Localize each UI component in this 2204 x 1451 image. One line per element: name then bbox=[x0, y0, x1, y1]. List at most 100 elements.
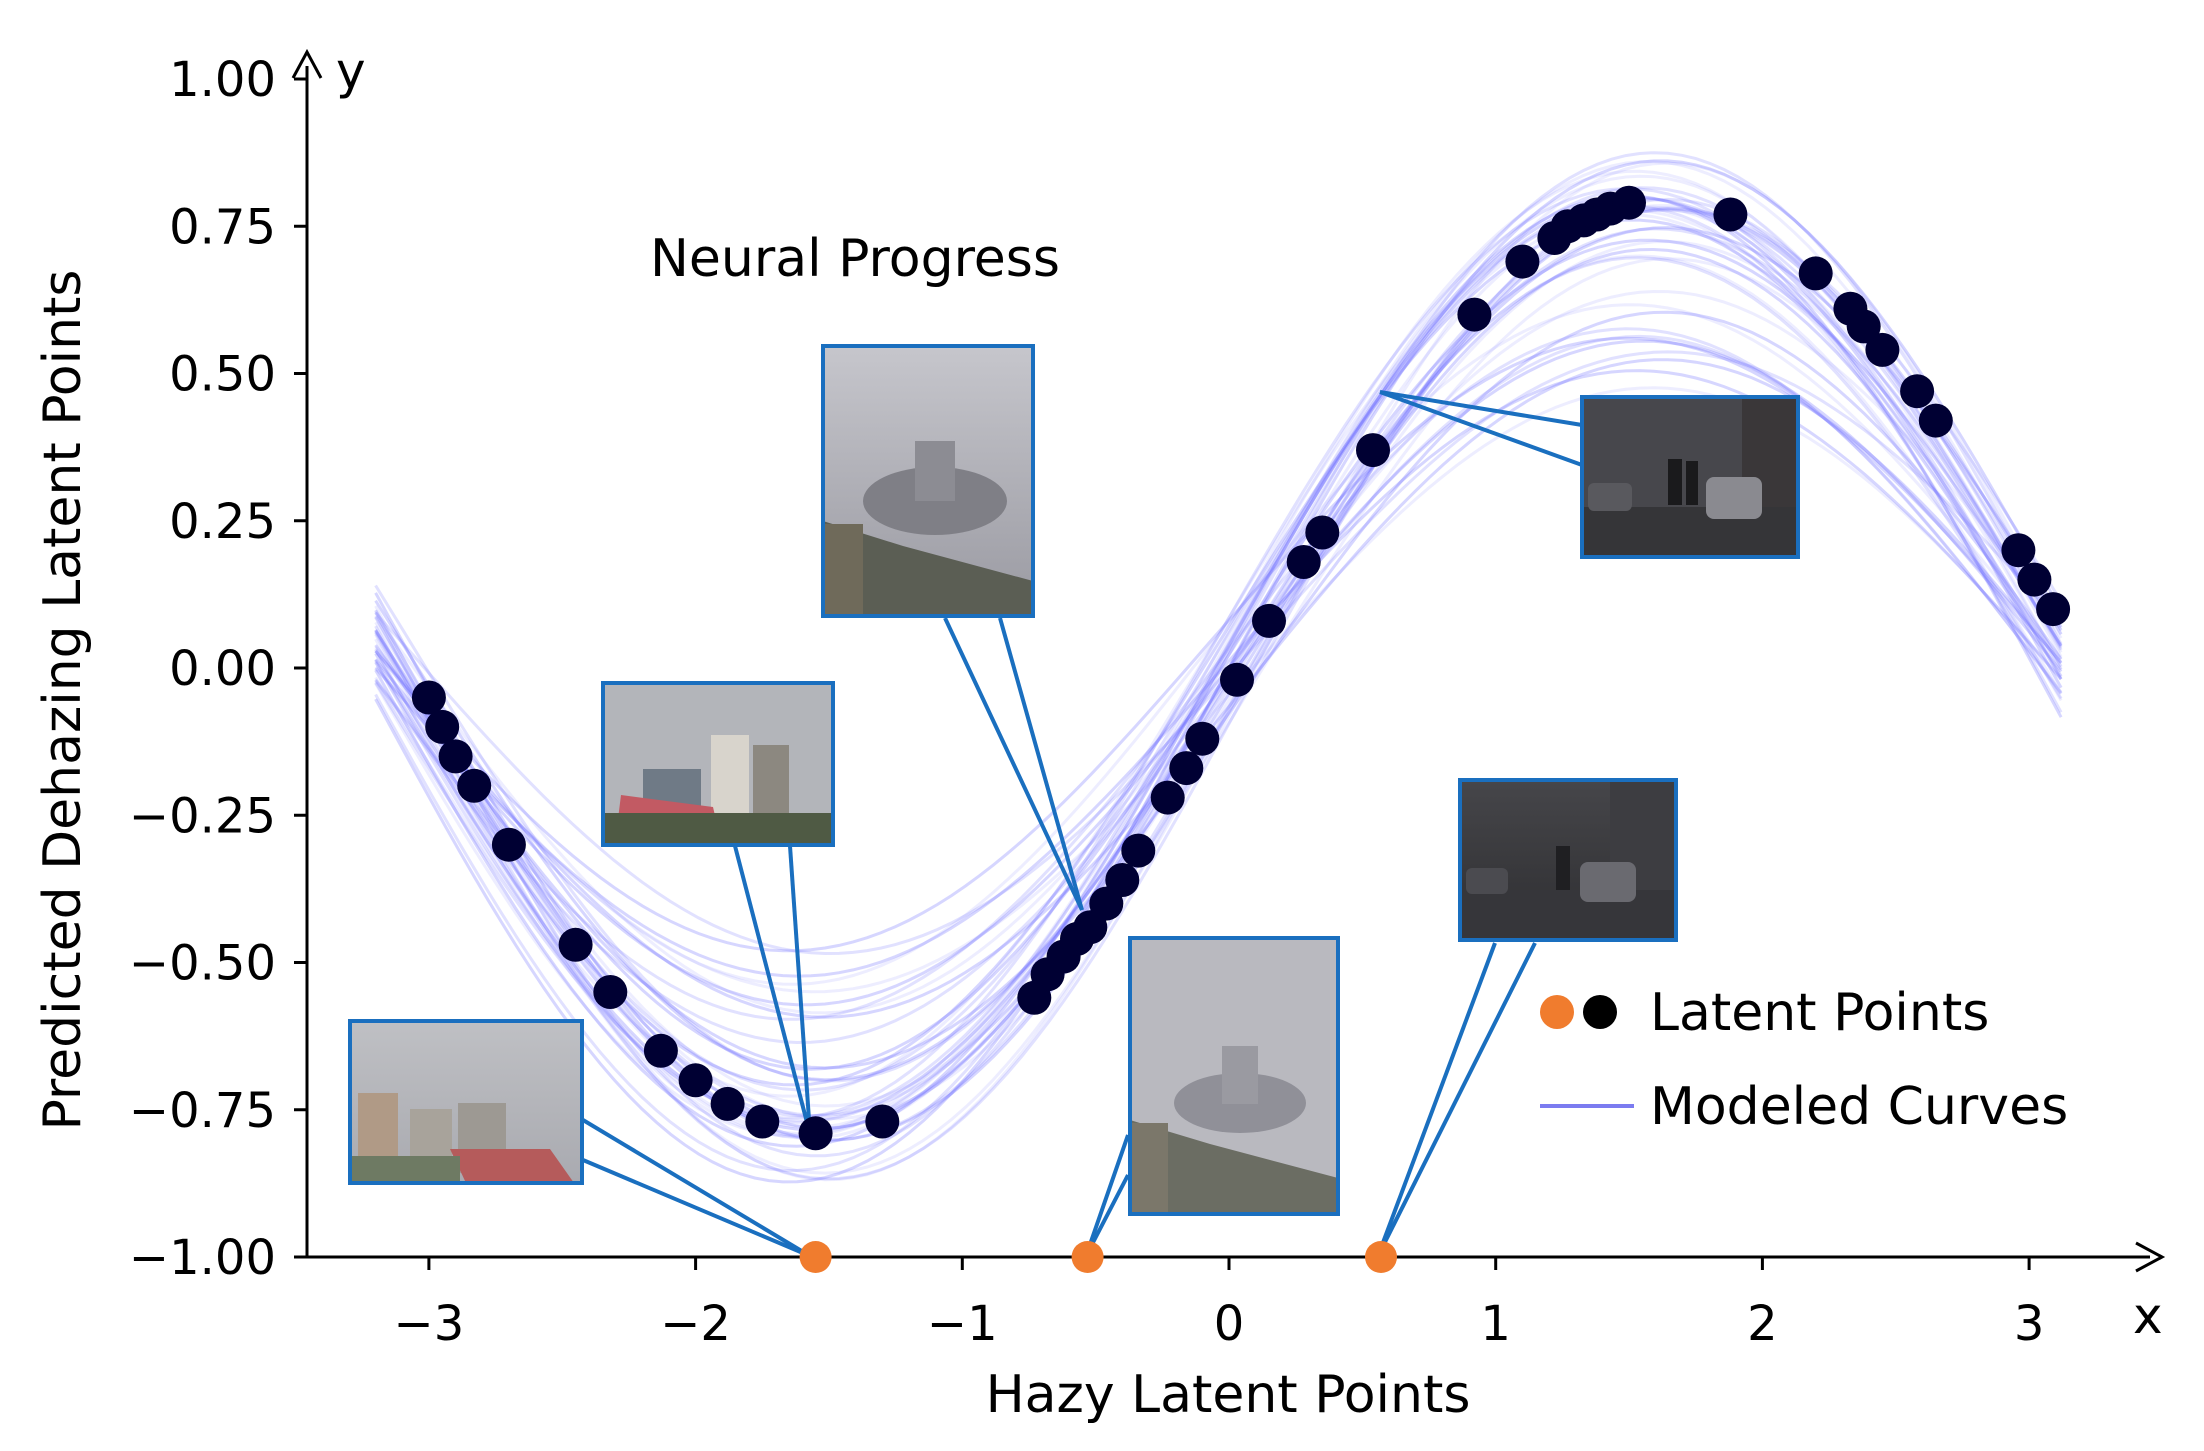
thumbnail-tower bbox=[1222, 1046, 1258, 1104]
legend-label-latent-points: Latent Points bbox=[1650, 983, 1989, 1043]
thumbnail-road bbox=[1582, 507, 1798, 557]
thumbnail-dehazed-palace bbox=[821, 344, 1035, 618]
latent-point bbox=[710, 1086, 745, 1121]
latent-point bbox=[491, 827, 526, 862]
latent-point bbox=[1169, 751, 1204, 786]
y-tick-label: 0.25 bbox=[169, 494, 276, 550]
thumbnail-tower bbox=[915, 441, 955, 501]
thumbnail-bridge bbox=[1130, 1120, 1338, 1214]
legend-label-modeled-curves: Modeled Curves bbox=[1650, 1077, 2068, 1137]
hazy-latent-point bbox=[1071, 1241, 1104, 1273]
latent-point bbox=[1900, 374, 1935, 409]
x-axis-arrow bbox=[2135, 1241, 2166, 1273]
modeled-curve bbox=[374, 358, 2063, 1019]
y-axis-arrow bbox=[291, 48, 323, 79]
latent-point bbox=[411, 680, 446, 715]
thumbnail-rail bbox=[823, 524, 863, 616]
y-tick-label: −0.50 bbox=[129, 936, 276, 992]
modeled-curves bbox=[374, 151, 2063, 1184]
callout-line bbox=[582, 1158, 811, 1258]
modeled-curve bbox=[374, 206, 2063, 1083]
latent-point bbox=[1305, 515, 1340, 550]
y-tick-label: −1.00 bbox=[129, 1230, 276, 1286]
modeled-curve bbox=[374, 336, 2063, 953]
thumbnail-frame bbox=[1458, 778, 1678, 942]
latent-point bbox=[2017, 562, 2052, 597]
callout-line bbox=[788, 845, 812, 1135]
thumbnail-trees bbox=[350, 1156, 460, 1183]
thumbnail-car bbox=[1588, 483, 1632, 511]
callout-line bbox=[1379, 390, 1583, 427]
thumbnail-frame bbox=[1128, 936, 1340, 1216]
hazy-latent-point bbox=[1365, 1241, 1397, 1273]
x-tick-label: −3 bbox=[394, 1296, 465, 1352]
modeled-curve bbox=[374, 161, 2063, 1182]
thumbnail-hazy-palace bbox=[1128, 936, 1340, 1216]
neural-progress-annotation: Neural Progress bbox=[650, 229, 1060, 289]
thumbnail-road bbox=[1460, 890, 1676, 940]
latent-points bbox=[411, 185, 2071, 1273]
latent-point bbox=[798, 1116, 833, 1151]
latent-point bbox=[438, 739, 473, 774]
modeled-curve bbox=[374, 205, 2063, 1173]
modeled-curve bbox=[374, 289, 2063, 1015]
latent-point bbox=[1105, 863, 1140, 897]
latent-point bbox=[558, 927, 593, 962]
latent-point bbox=[1150, 780, 1185, 815]
modeled-curve bbox=[374, 310, 2063, 1070]
x-tick-label: −2 bbox=[660, 1296, 731, 1352]
thumbnail-dehazed-city bbox=[601, 681, 835, 847]
legend: Latent Points Modeled Curves bbox=[1540, 983, 2068, 1137]
legend-dot-orange bbox=[1540, 995, 1574, 1029]
modeled-curve bbox=[374, 169, 2063, 1139]
thumbnail-trees bbox=[603, 813, 833, 845]
callout-line bbox=[943, 617, 1084, 911]
modeled-curve bbox=[374, 334, 2063, 1045]
x-tick-label: 0 bbox=[1214, 1296, 1245, 1352]
modeled-curve bbox=[374, 239, 2063, 1108]
y-tick-label: 0.75 bbox=[169, 199, 276, 255]
x-axis-letter: x bbox=[2133, 1287, 2163, 1345]
modeled-curve bbox=[374, 195, 2063, 1148]
modeled-curve bbox=[374, 151, 2063, 1158]
y-axis-letter: y bbox=[336, 42, 366, 100]
modeled-curve bbox=[374, 212, 2063, 1137]
latent-point bbox=[1356, 433, 1390, 468]
latent-point bbox=[1505, 244, 1540, 279]
hazy-latent-point bbox=[799, 1241, 832, 1273]
thumbnail-dehazed-street bbox=[1580, 395, 1800, 559]
latent-point bbox=[1220, 662, 1254, 697]
callout-line bbox=[733, 845, 812, 1135]
thumbnail-frame bbox=[601, 681, 835, 847]
thumbnail-rail bbox=[1130, 1123, 1168, 1214]
latent-point bbox=[678, 1063, 713, 1098]
y-tick-label: −0.75 bbox=[129, 1083, 276, 1139]
latent-point bbox=[1798, 256, 1833, 291]
latent-point bbox=[1457, 297, 1492, 332]
latent-point bbox=[1713, 197, 1748, 232]
latent-point bbox=[1121, 833, 1156, 868]
callout-line bbox=[1379, 390, 1583, 467]
latent-point bbox=[2001, 533, 2036, 568]
latent-point bbox=[1612, 185, 1646, 220]
thumbnail-hazy-street bbox=[1458, 778, 1678, 942]
latent-point bbox=[425, 709, 460, 744]
callout-line bbox=[1084, 1134, 1130, 1257]
y-axis-label: Predicted Dehazing Latent Points bbox=[33, 269, 93, 1130]
modeled-curve bbox=[374, 194, 2063, 1184]
latent-point bbox=[2036, 592, 2071, 627]
x-tick-label: 1 bbox=[1480, 1296, 1511, 1352]
y-ticks: 1.000.750.500.250.00−0.25−0.50−0.75−1.00 bbox=[129, 52, 307, 1286]
thumbnail-building bbox=[753, 745, 789, 815]
modeled-curve bbox=[374, 303, 2063, 986]
modeled-curve bbox=[374, 238, 2063, 1071]
thumbnail-car bbox=[1580, 862, 1636, 902]
x-tick-label: −1 bbox=[927, 1296, 998, 1352]
thumbnail-bridge bbox=[823, 521, 1033, 616]
thumbnail-car bbox=[1706, 477, 1762, 519]
y-tick-label: 0.00 bbox=[169, 641, 276, 697]
thumbnail-person bbox=[1686, 461, 1698, 505]
thumbnail-frame bbox=[348, 1019, 584, 1185]
